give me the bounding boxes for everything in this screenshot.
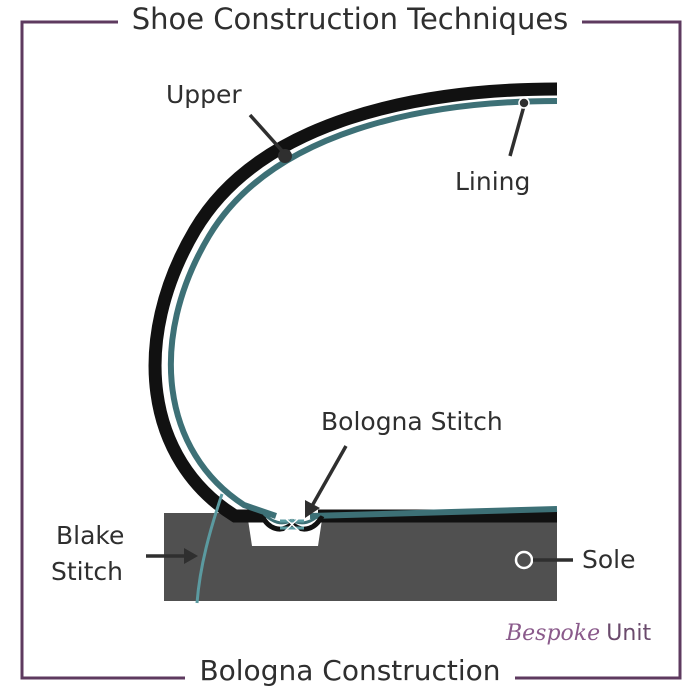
diagram-title: Shoe Construction Techniques — [0, 2, 700, 36]
blake-stitch — [195, 493, 224, 604]
bologna-stitch — [259, 512, 325, 533]
brand-part1: Bespoke — [506, 621, 601, 646]
label-blake-stitch-line2: Stitch — [51, 557, 124, 586]
label-bologna-stitch: Bologna Stitch — [321, 407, 503, 436]
leader-bologna-stitch — [305, 445, 348, 518]
sole — [164, 513, 557, 601]
leader-upper — [248, 113, 292, 163]
label-blake-stitch-line1: Blake — [56, 521, 125, 550]
upper — [148, 82, 558, 523]
leader-lining — [508, 97, 530, 157]
leader-sole — [514, 550, 573, 570]
brand-part2: Unit — [606, 621, 652, 646]
label-sole: Sole — [582, 545, 636, 574]
label-lining: Lining — [455, 167, 531, 196]
lining — [167, 98, 558, 519]
label-upper: Upper — [166, 80, 242, 109]
brand-logo: Bespoke Unit — [506, 620, 651, 646]
leader-blake-stitch — [146, 548, 198, 564]
diagram-subtitle: Bologna Construction — [0, 654, 700, 687]
